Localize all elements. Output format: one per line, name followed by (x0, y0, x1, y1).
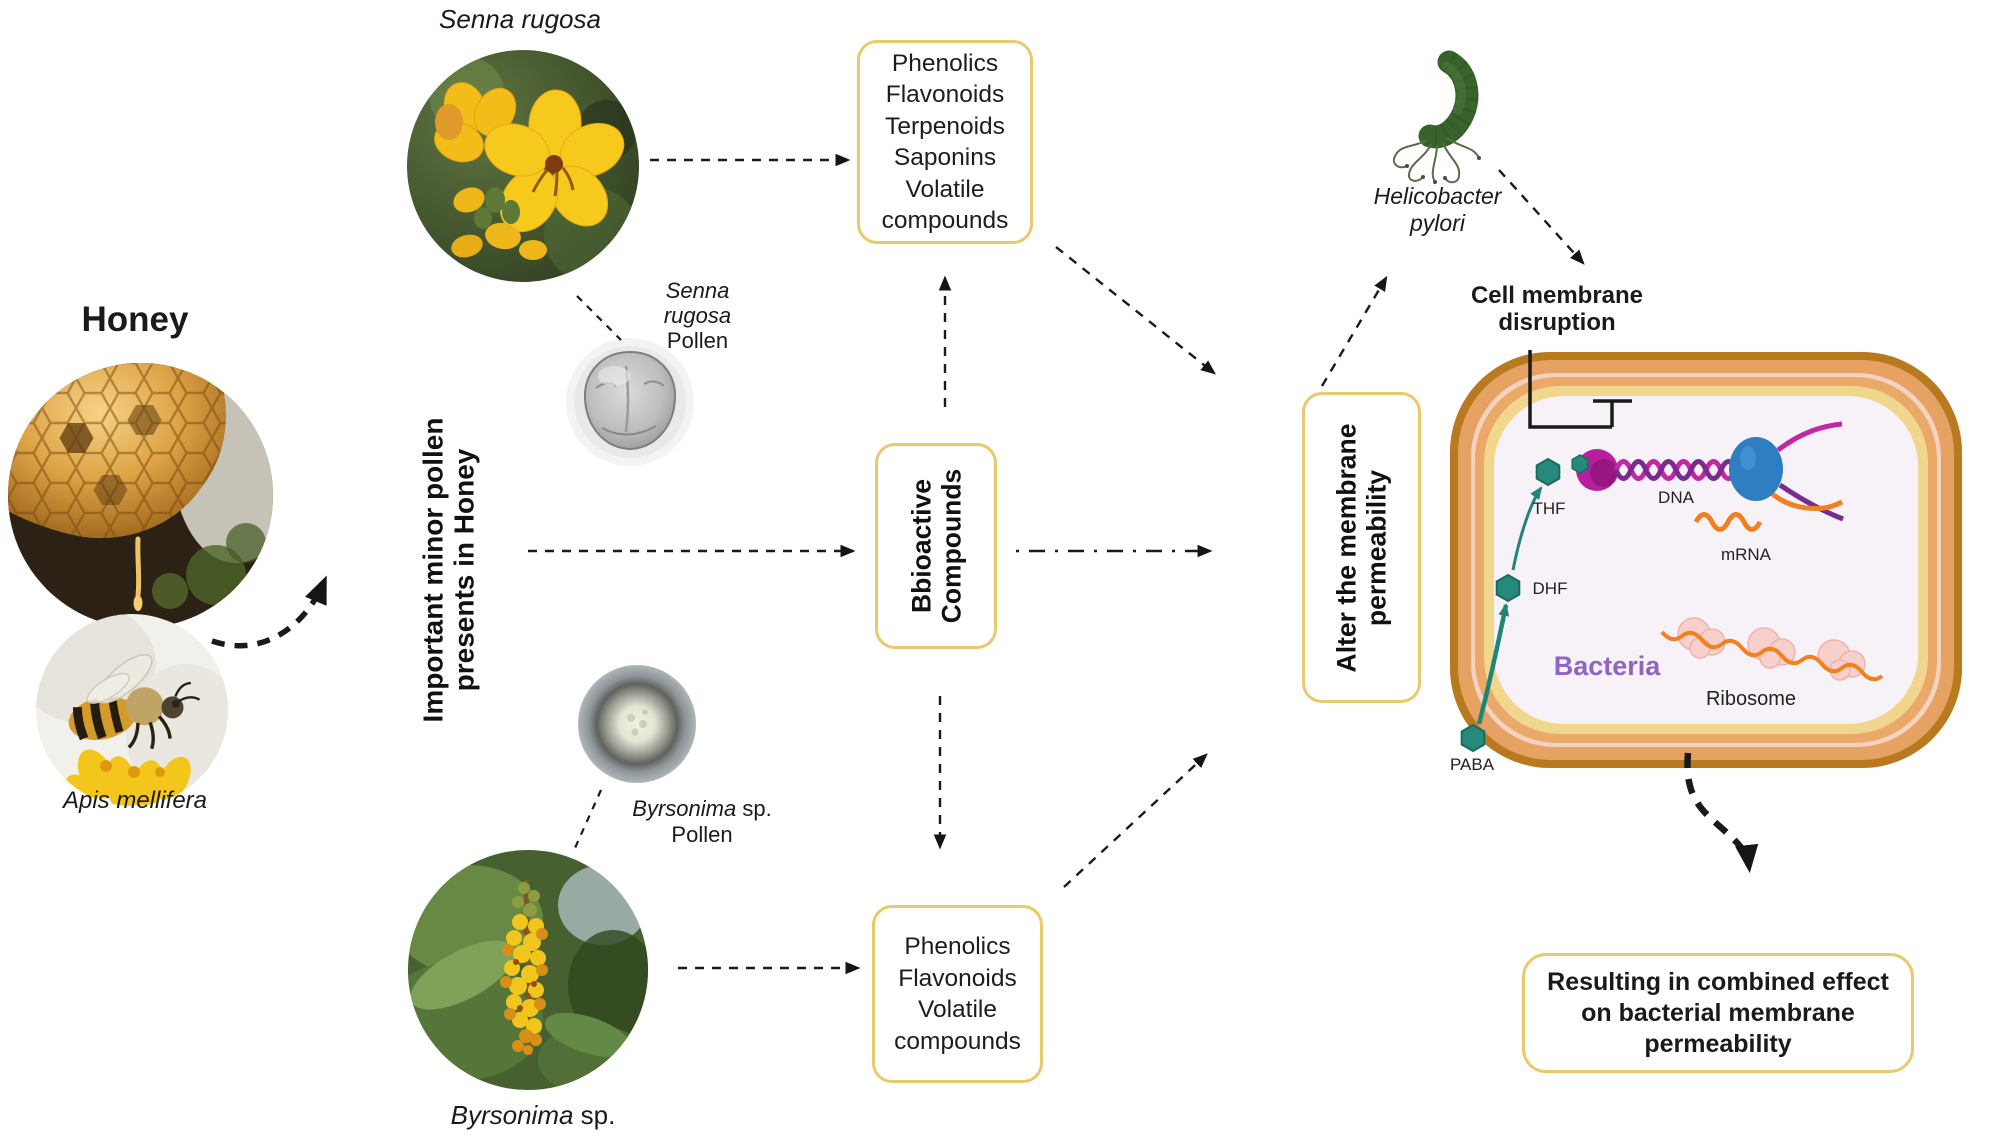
hpylori-illustration (1393, 50, 1481, 184)
pollen-header-line2: presents in Honey (448, 448, 480, 692)
arrow-bottom-compounds-to-alter (1063, 753, 1208, 888)
ribosome-label: Ribosome (1705, 688, 1797, 710)
byrsonima-flower-photo (408, 850, 648, 1090)
byrsonima-caption: Byrsonima sp. (413, 1100, 653, 1131)
honey-title: Honey (81, 300, 189, 339)
arrow-top-compounds-to-alter (1055, 246, 1216, 375)
top-compounds-box: Phenolics Flavonoids Terpenoids Saponins… (857, 40, 1033, 244)
top-compounds-line: Phenolics (891, 49, 999, 77)
senna-pollen-label-line1: Senna (665, 278, 730, 303)
senna-pollen-label: Senna rugosa Pollen (630, 278, 765, 353)
bioactive-line2: Compounds (936, 468, 966, 624)
thf-label: THF (1532, 499, 1566, 518)
paba-molecule (1460, 723, 1486, 753)
cell-membrane-disruption-label: Cell membrane disruption (1441, 282, 1673, 336)
dhf-label: DHF (1532, 579, 1568, 598)
mrna-strand (1693, 512, 1763, 532)
result-box: Resulting in combined effect on bacteria… (1522, 953, 1914, 1073)
mrna-label: mRNA (1720, 545, 1772, 564)
thf-molecule (1535, 457, 1561, 487)
hpylori-flagella (1393, 137, 1480, 184)
arrow-cell-to-result (1684, 752, 1759, 873)
senna-pollen-photo (566, 338, 694, 466)
hpylori-label: Helicobacter pylori (1355, 183, 1520, 237)
rna-polymerase (1729, 437, 1783, 501)
byrsonima-caption-suffix: sp. (573, 1100, 616, 1130)
byrsonima-pollen-label: Byrsonima sp. Pollen (618, 796, 786, 848)
senna-title: Senna rugosa (439, 4, 601, 34)
bottom-compounds-line: Volatile compounds (894, 996, 1021, 1055)
disruption-line1: Cell membrane (1470, 282, 1644, 309)
byrsonima-pollen-photo (578, 665, 696, 783)
bee-photo (36, 614, 228, 806)
result-line1: Resulting in combined effect (1547, 967, 1889, 996)
bioactive-compounds-box: Bbioactive Compounds (875, 443, 997, 649)
dhf-molecule (1495, 573, 1521, 603)
top-compounds-line: Volatile compounds (881, 175, 1009, 235)
result-line3: permeability (1644, 1029, 1792, 1058)
bioactive-line1: Bbioactive (906, 479, 936, 614)
bottom-compounds-line: Flavonoids (898, 964, 1017, 992)
bacteria-label: Bacteria (1553, 651, 1661, 681)
hpylori-label-line1: Helicobacter (1373, 183, 1502, 209)
alter-line1: Alter the membrane (1331, 423, 1362, 672)
byrsonima-pollen-suffix: sp. (736, 796, 772, 821)
top-compounds-line: Saponins (893, 144, 997, 171)
bottom-compounds-line: Phenolics (904, 933, 1011, 960)
dna-illustration (1571, 421, 1844, 532)
disruption-line2: disruption (1498, 309, 1616, 336)
dna-label: DNA (1658, 488, 1694, 507)
senna-pollen-label-line3: Pollen (666, 328, 729, 353)
bacteria-cell-illustration (1450, 352, 1962, 768)
paba-label: PABA (1449, 755, 1495, 774)
bottom-compounds-box: Phenolics Flavonoids Volatile compounds (872, 905, 1043, 1083)
line-byrsonima-pollen-to-flower (573, 789, 603, 849)
senna-pollen-label-line2: rugosa (663, 303, 732, 328)
folate-pathway (1460, 457, 1561, 753)
hpylori-label-line2: pylori (1410, 210, 1465, 236)
byrsonima-pollen-label-line1: Byrsonima sp. (618, 796, 786, 822)
ribosome-illustration (1660, 617, 1884, 682)
result-line2: on bacterial membrane (1581, 998, 1855, 1027)
alter-line2: permeability (1361, 469, 1392, 626)
top-compounds-line: Flavonoids (885, 81, 1005, 108)
byrsonima-pollen-label-line2: Pollen (671, 822, 733, 847)
byrsonima-pollen-genus: Byrsonima (632, 796, 737, 821)
bee-caption: Apis mellifera (62, 787, 208, 814)
alter-membrane-box: Alter the membrane permeability (1302, 392, 1421, 703)
arrow-alter-to-hpylori (1320, 275, 1388, 387)
pollen-header: Important minor pollen presents in Honey (407, 400, 489, 740)
top-compounds-line: Terpenoids (885, 112, 1005, 140)
honeycomb-photo (8, 363, 273, 628)
byrsonima-caption-genus: Byrsonima (450, 1100, 574, 1130)
senna-flower-photo (407, 50, 639, 282)
pollen-header-line1: Important minor pollen (417, 417, 449, 723)
